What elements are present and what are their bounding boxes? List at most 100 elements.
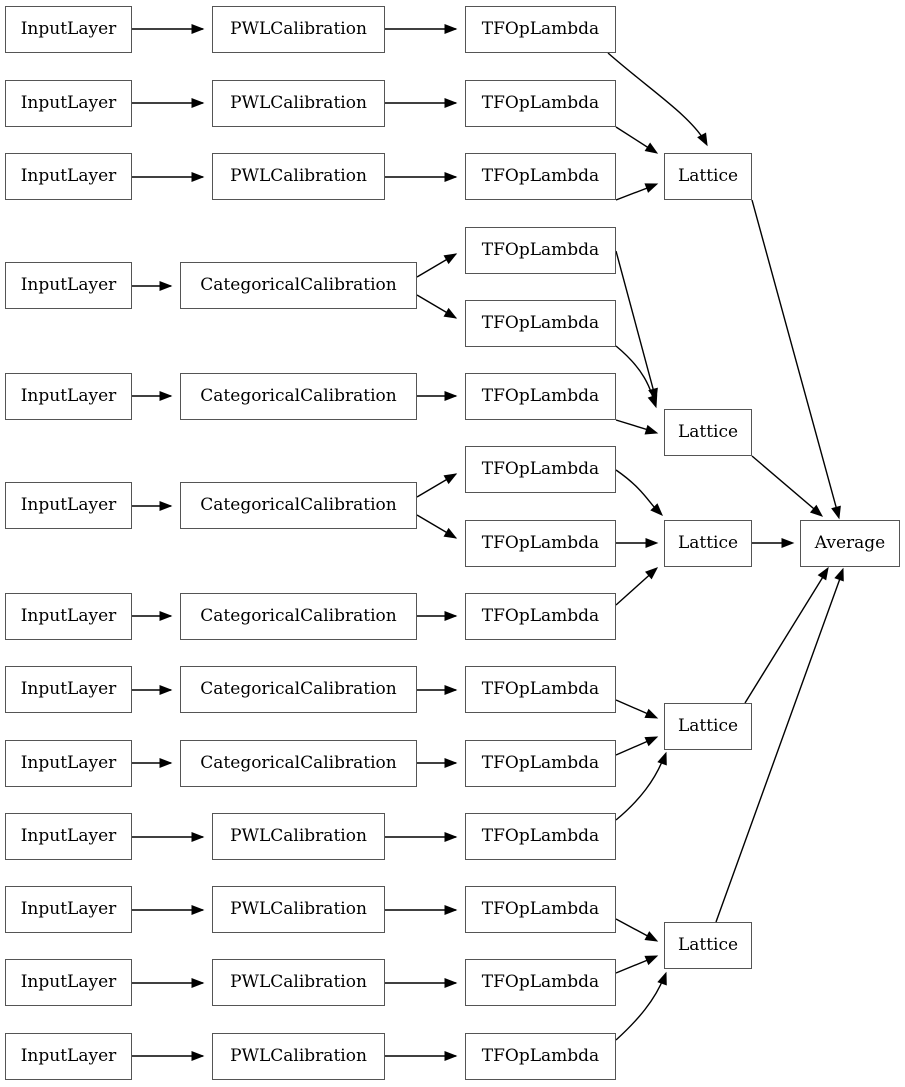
node-cat-cal5[interactable]: CategoricalCalibration [180,373,417,420]
edge-op2-lat1 [615,126,659,154]
node-tfop-op4[interactable]: TFOpLambda [465,227,616,274]
node-average-avg[interactable]: Average [800,520,900,567]
edge-op6-lat2 [615,419,659,435]
node-tfop-op1[interactable]: TFOpLambda [465,6,616,53]
edge-op11-lat4 [615,736,659,756]
node-label: Lattice [677,716,739,736]
edge-lat2-avg [751,455,824,517]
node-tfop-op15[interactable]: TFOpLambda [465,1033,616,1080]
node-tfop-op8[interactable]: TFOpLambda [465,520,616,567]
edge-cal2-op2 [385,97,458,109]
edge-in2-cal2 [132,97,205,109]
edge-lat4-avg [744,566,829,704]
node-label: CategoricalCalibration [200,495,397,515]
node-input-in5[interactable]: InputLayer [5,373,132,420]
node-input-in4[interactable]: InputLayer [5,262,132,309]
node-tfop-op3[interactable]: TFOpLambda [465,153,616,200]
node-label: Lattice [677,166,739,186]
node-label: TFOpLambda [481,93,600,113]
node-input-in12[interactable]: InputLayer [5,959,132,1006]
node-lattice-lat2[interactable]: Lattice [664,409,752,456]
node-cat-cal7[interactable]: CategoricalCalibration [180,593,417,640]
node-tfop-op13[interactable]: TFOpLambda [465,886,616,933]
node-pwl-cal11[interactable]: PWLCalibration [212,886,385,933]
node-input-in3[interactable]: InputLayer [5,153,132,200]
edge-op14-lat5 [615,955,659,974]
node-tfop-op5[interactable]: TFOpLambda [465,300,616,347]
node-input-in10[interactable]: InputLayer [5,813,132,860]
node-pwl-cal3[interactable]: PWLCalibration [212,153,385,200]
node-pwl-cal1[interactable]: PWLCalibration [212,6,385,53]
node-label: PWLCalibration [230,826,367,846]
node-label: TFOpLambda [481,972,600,992]
node-tfop-op6[interactable]: TFOpLambda [465,373,616,420]
node-label: CategoricalCalibration [200,753,397,773]
node-pwl-cal10[interactable]: PWLCalibration [212,813,385,860]
node-label: InputLayer [20,679,117,699]
node-lattice-lat1[interactable]: Lattice [664,153,752,200]
edge-lat3-avg [752,537,795,549]
node-tfop-op9[interactable]: TFOpLambda [465,593,616,640]
node-label: TFOpLambda [481,240,600,260]
edge-op4-lat2 [615,250,658,402]
node-label: InputLayer [20,93,117,113]
node-tfop-op7[interactable]: TFOpLambda [465,446,616,493]
node-label: TFOpLambda [481,533,600,553]
edge-op7-lat3 [615,469,663,516]
node-pwl-cal2[interactable]: PWLCalibration [212,80,385,127]
node-tfop-op14[interactable]: TFOpLambda [465,959,616,1006]
node-label: TFOpLambda [481,826,600,846]
edge-cal5-op6 [417,390,458,402]
node-pwl-cal13[interactable]: PWLCalibration [212,1033,385,1080]
node-label: PWLCalibration [230,899,367,919]
node-label: PWLCalibration [230,19,367,39]
edge-in8-cal8 [132,684,173,696]
node-label: Lattice [677,533,739,553]
edge-op9-lat3 [615,567,659,606]
node-cat-cal4[interactable]: CategoricalCalibration [180,262,417,309]
node-tfop-op12[interactable]: TFOpLambda [465,813,616,860]
edge-op1-lat1 [607,52,708,147]
node-label: InputLayer [20,753,117,773]
node-label: Lattice [677,935,739,955]
node-label: CategoricalCalibration [200,386,397,406]
edge-cal4-op4 [416,253,458,278]
node-label: PWLCalibration [230,93,367,113]
node-label: InputLayer [20,972,117,992]
node-label: InputLayer [20,899,117,919]
node-input-in6[interactable]: InputLayer [5,482,132,529]
node-tfop-op2[interactable]: TFOpLambda [465,80,616,127]
node-label: InputLayer [20,166,117,186]
edge-op5-lat2 [615,345,658,409]
edge-lat1-avg [751,199,841,520]
node-label: PWLCalibration [230,972,367,992]
node-input-in8[interactable]: InputLayer [5,666,132,713]
node-input-in13[interactable]: InputLayer [5,1033,132,1080]
node-cat-cal8[interactable]: CategoricalCalibration [180,666,417,713]
node-cat-cal6[interactable]: CategoricalCalibration [180,482,417,529]
node-label: TFOpLambda [481,679,600,699]
edge-in1-cal1 [132,23,205,35]
edge-op12-lat4 [615,751,667,821]
node-input-in7[interactable]: InputLayer [5,593,132,640]
node-label: InputLayer [20,826,117,846]
node-lattice-lat4[interactable]: Lattice [664,703,752,750]
node-tfop-op10[interactable]: TFOpLambda [465,666,616,713]
node-label: TFOpLambda [481,459,600,479]
node-input-in1[interactable]: InputLayer [5,6,132,53]
edge-op15-lat5 [615,971,667,1041]
node-label: CategoricalCalibration [200,679,397,699]
node-tfop-op11[interactable]: TFOpLambda [465,740,616,787]
node-input-in9[interactable]: InputLayer [5,740,132,787]
node-pwl-cal12[interactable]: PWLCalibration [212,959,385,1006]
node-label: TFOpLambda [481,753,600,773]
node-lattice-lat3[interactable]: Lattice [664,520,752,567]
node-lattice-lat5[interactable]: Lattice [664,922,752,969]
node-input-in11[interactable]: InputLayer [5,886,132,933]
node-input-in2[interactable]: InputLayer [5,80,132,127]
node-cat-cal9[interactable]: CategoricalCalibration [180,740,417,787]
edge-in11-cal11 [132,904,205,916]
node-label: CategoricalCalibration [200,606,397,626]
